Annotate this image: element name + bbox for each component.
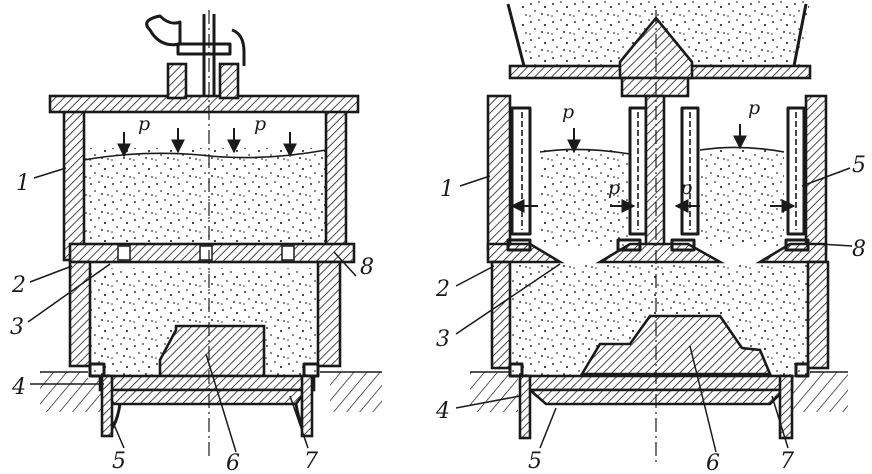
pressure-label-right-3: p [608,177,620,199]
center-column [644,94,666,248]
flask-wall-left [68,260,92,368]
pressure-label-left-1: p [138,113,150,135]
left-label-7: 7 [304,449,318,474]
sandbox-wall-left [62,108,86,262]
right-label-5b: 5 [852,153,866,178]
pressure-label-right-2: p [748,97,760,119]
pattern [158,324,266,378]
ground-hatch-left [40,372,102,412]
right-label-7: 7 [780,449,794,474]
right-label-4: 4 [435,399,450,424]
right-molding-machine: p p p p 1 2 3 4 5 6 7 8 5 [435,0,866,474]
pattern-plate-right [520,374,794,392]
pressure-label-left-2: p [254,113,266,135]
left-label-4: 4 [11,375,26,400]
right-label-3: 3 [436,327,450,352]
left-label-1: 1 [16,171,30,196]
flask-wall-right-right [806,260,830,370]
left-molding-machine: p p 1 2 3 4 5 6 7 8 [10,10,382,474]
top-cover [48,94,360,114]
pressure-label-right-4: p [680,177,692,199]
right-label-2: 2 [435,277,450,302]
pattern-right [579,314,772,376]
hopper-sand [82,148,328,244]
pattern-plate [98,374,316,392]
outer-wall-right [804,94,828,252]
flask-wall-right [316,260,342,368]
pressure-label-right-1: p [562,101,574,123]
ground-hatch-right [788,372,848,412]
flask-wall-left-right [490,260,512,370]
outer-wall-left [486,94,512,252]
sandbox-wall-right [324,108,348,262]
right-label-8: 8 [852,237,866,262]
left-label-8: 8 [360,255,374,280]
right-label-5: 5 [528,449,542,474]
right-label-1: 1 [440,177,454,202]
left-label-3: 3 [10,315,24,340]
right-label-6: 6 [706,451,720,474]
ground-hatch-right [330,372,382,412]
ground-hatch-left [470,372,518,412]
supply-tube-left [166,62,188,100]
supply-tube-right [218,62,240,100]
left-label-2: 2 [11,273,26,298]
left-label-5: 5 [112,449,126,474]
left-label-6: 6 [226,451,240,474]
